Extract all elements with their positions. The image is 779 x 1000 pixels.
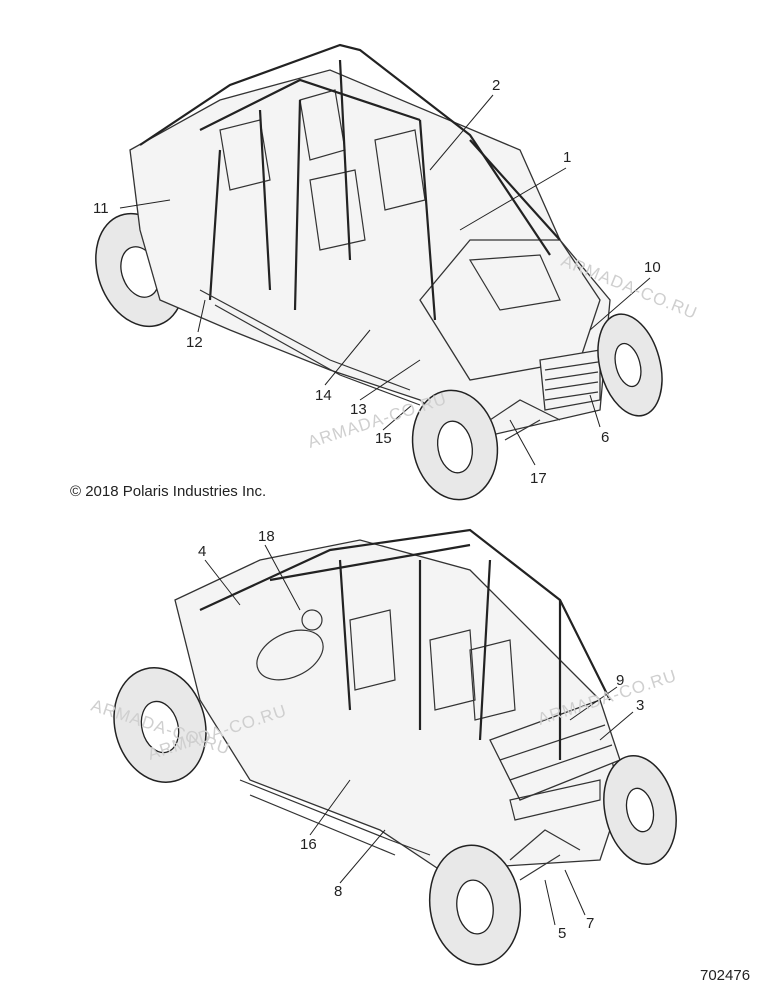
callout-10: 10	[644, 259, 661, 276]
callout-11: 11	[93, 200, 109, 217]
callout-4: 4	[198, 543, 206, 560]
figure-number: 702476	[700, 967, 750, 984]
vehicle-front-view	[95, 43, 663, 501]
leader-lines	[119, 94, 651, 926]
callout-12: 12	[186, 334, 203, 351]
callout-5: 5	[558, 925, 566, 942]
callout-3: 3	[636, 697, 644, 714]
callout-8: 8	[334, 883, 342, 900]
callout-1: 1	[563, 149, 571, 166]
callout-17: 17	[530, 470, 547, 487]
callout-15: 15	[375, 430, 392, 447]
callout-9: 9	[616, 672, 624, 689]
vehicle-rear-view	[113, 528, 677, 966]
callout-16: 16	[300, 836, 317, 853]
callouts: 1 2 3 4 5 6 7 8 9 10 11 12 13 14 15 16 1…	[93, 77, 661, 942]
callout-14: 14	[315, 387, 332, 404]
copyright-text: © 2018 Polaris Industries Inc.	[70, 483, 266, 500]
callout-13: 13	[350, 401, 367, 418]
callout-18: 18	[258, 528, 275, 545]
callout-2: 2	[492, 77, 500, 94]
callout-7: 7	[586, 915, 594, 932]
callout-6: 6	[601, 429, 609, 446]
